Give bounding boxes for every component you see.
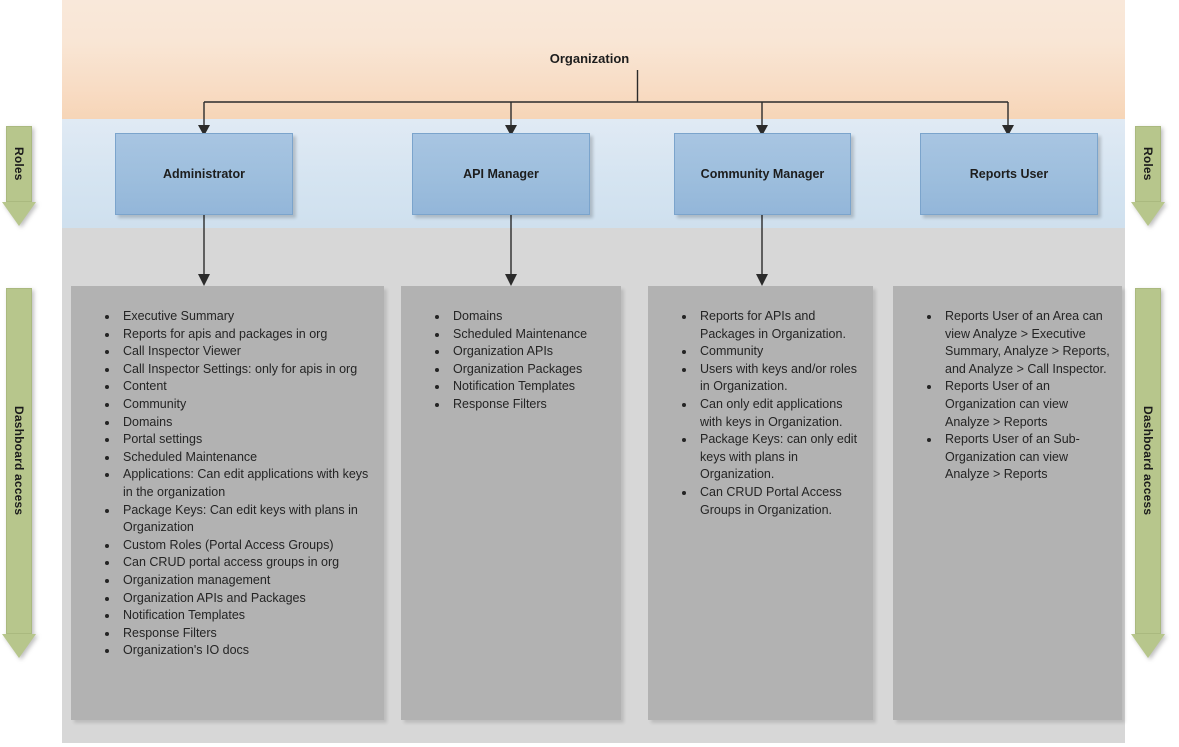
list-item: Users with keys and/or roles in Organiza… — [678, 361, 863, 396]
role-label: Reports User — [969, 167, 1049, 181]
list-item: Package Keys: can only edit keys with pl… — [678, 431, 863, 484]
dashboard-access-arrow-label: Dashboard access — [1141, 406, 1155, 516]
roles-arrow-label: Roles — [1141, 147, 1155, 181]
role-box-reports-user[interactable]: Reports User — [920, 133, 1098, 215]
permissions-panel-reports-user: Reports User of an Area can view Analyze… — [893, 286, 1122, 720]
arrow-head-icon — [1131, 634, 1165, 658]
arrow-head-icon — [1131, 202, 1165, 226]
list-item: Domains — [431, 308, 611, 326]
arrow-head-icon — [2, 202, 36, 226]
organization-band — [62, 0, 1125, 119]
list-item: Reports User of an Organization can view… — [923, 378, 1112, 431]
arrow-shaft — [1135, 288, 1161, 634]
role-box-api-manager[interactable]: API Manager — [412, 133, 590, 215]
list-item: Community — [678, 343, 863, 361]
list-item: Call Inspector Settings: only for apis i… — [101, 361, 374, 379]
permission-list: Reports for APIs and Packages in Organiz… — [648, 286, 873, 519]
list-item: Organization Packages — [431, 361, 611, 379]
list-item: Reports User of an Sub-Organization can … — [923, 431, 1112, 484]
list-item: Executive Summary — [101, 308, 374, 326]
list-item: Package Keys: Can edit keys with plans i… — [101, 502, 374, 537]
bottom-strip — [62, 720, 1125, 743]
list-item: Notification Templates — [431, 378, 611, 396]
permission-list: Reports User of an Area can view Analyze… — [893, 286, 1122, 484]
role-label: Administrator — [163, 167, 245, 181]
list-item: Can CRUD Portal Access Groups in Organiz… — [678, 484, 863, 519]
list-item: Can only edit applications with keys in … — [678, 396, 863, 431]
list-item: Response Filters — [101, 625, 374, 643]
list-item: Notification Templates — [101, 607, 374, 625]
list-item: Scheduled Maintenance — [431, 326, 611, 344]
list-item: Organization management — [101, 572, 374, 590]
arrow-shaft — [6, 126, 32, 202]
roles-arrow-left: Roles — [2, 126, 36, 226]
dashboard-access-arrow-left: Dashboard access — [2, 288, 36, 658]
list-item: Reports for APIs and Packages in Organiz… — [678, 308, 863, 343]
list-item: Organization APIs and Packages — [101, 590, 374, 608]
page-title: Organization — [549, 51, 630, 66]
role-label: Community Manager — [700, 167, 825, 181]
roles-arrow-right: Roles — [1131, 126, 1165, 226]
list-item: Reports for apis and packages in org — [101, 326, 374, 344]
arrow-shaft — [6, 288, 32, 634]
dashboard-access-arrow-right: Dashboard access — [1131, 288, 1165, 658]
list-item: Call Inspector Viewer — [101, 343, 374, 361]
list-item: Can CRUD portal access groups in org — [101, 554, 374, 572]
list-item: Scheduled Maintenance — [101, 449, 374, 467]
list-item: Organization APIs — [431, 343, 611, 361]
list-item: Custom Roles (Portal Access Groups) — [101, 537, 374, 555]
arrow-shaft — [1135, 126, 1161, 202]
role-box-administrator[interactable]: Administrator — [115, 133, 293, 215]
role-label: API Manager — [463, 167, 539, 181]
permissions-panel-community-manager: Reports for APIs and Packages in Organiz… — [648, 286, 873, 720]
list-item: Community — [101, 396, 374, 414]
list-item: Organization's IO docs — [101, 642, 374, 660]
list-item: Portal settings — [101, 431, 374, 449]
list-item: Content — [101, 378, 374, 396]
list-item: Response Filters — [431, 396, 611, 414]
roles-arrow-label: Roles — [12, 147, 26, 181]
dashboard-access-arrow-label: Dashboard access — [12, 406, 26, 516]
role-box-community-manager[interactable]: Community Manager — [674, 133, 851, 215]
list-item: Applications: Can edit applications with… — [101, 466, 374, 501]
list-item: Reports User of an Area can view Analyze… — [923, 308, 1112, 378]
list-item: Domains — [101, 414, 374, 432]
arrow-head-icon — [2, 634, 36, 658]
